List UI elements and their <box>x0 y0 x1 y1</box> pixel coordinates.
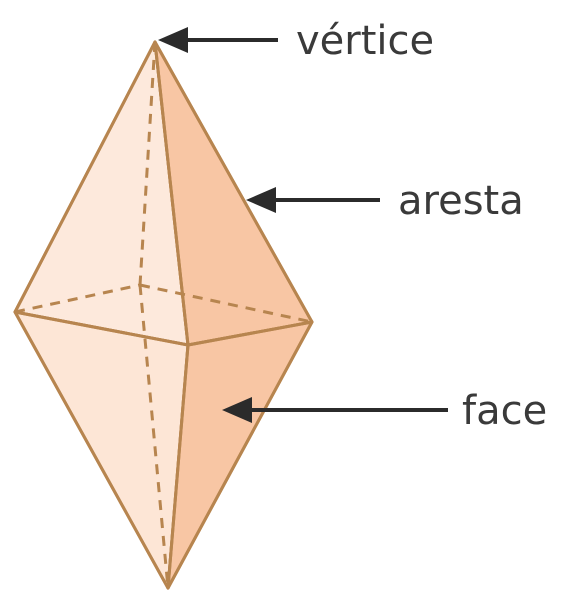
edge-top-left <box>13 40 157 314</box>
edge-bottom-left <box>13 310 170 590</box>
hidden-edge-left <box>14 283 141 314</box>
vertex-label: vértice <box>296 18 434 64</box>
edge-arrow-head <box>246 187 276 213</box>
edge-pointer: aresta <box>246 178 524 224</box>
hidden-edges <box>14 41 313 589</box>
edge-mid-left <box>13 310 190 347</box>
edge-top-front <box>153 40 190 347</box>
face-label: face <box>462 388 547 434</box>
visible-edges <box>13 40 314 590</box>
face-lower-left <box>13 310 190 590</box>
hidden-edge-bottom <box>138 284 170 589</box>
vertex-pointer: vértice <box>158 18 434 64</box>
edge-bottom-right <box>166 320 314 590</box>
edge-top-right <box>153 40 314 324</box>
hidden-edge-top <box>138 41 157 286</box>
edge-bottom-front <box>166 343 190 590</box>
vertex-arrow-head <box>158 27 188 53</box>
edge-label: aresta <box>398 178 524 224</box>
edge-mid-right <box>186 320 314 347</box>
face-arrow-head <box>222 397 252 423</box>
hidden-edge-right <box>139 283 313 324</box>
face-pointer: face <box>222 388 547 434</box>
